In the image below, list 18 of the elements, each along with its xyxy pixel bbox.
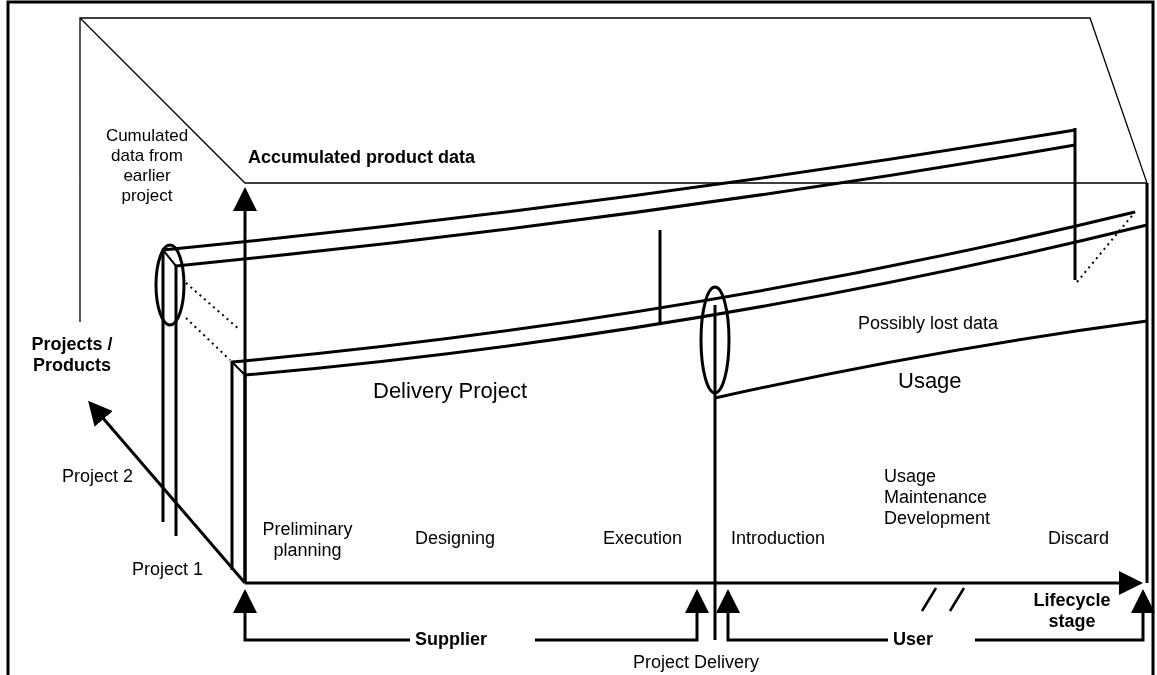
bracket-label: User [893,629,934,650]
stage-label: Execution [603,528,683,549]
stage-label: Preliminary planning [261,519,354,561]
stage-label: Usage Maintenance Development [884,466,992,529]
region-label: Delivery Project [373,378,528,404]
region-label: Possibly lost data [858,313,999,334]
stage-label: Introduction [731,528,826,549]
axis-label: Accumulated product data [248,147,476,168]
stage-label: Designing [415,528,496,549]
note-text: Cumulated data from earlier project [104,126,190,206]
axis-tick-label: Project 1 [132,559,204,580]
axis-label: Lifecycle stage [1032,590,1112,632]
axis-tick-label: Project 2 [62,466,134,487]
region-label: Usage [898,368,962,394]
axis-label: Projects / Products [30,334,114,376]
annotation-text: Project Delivery [633,652,760,673]
bracket-label: Supplier [415,629,487,650]
stage-label: Discard [1048,528,1109,549]
